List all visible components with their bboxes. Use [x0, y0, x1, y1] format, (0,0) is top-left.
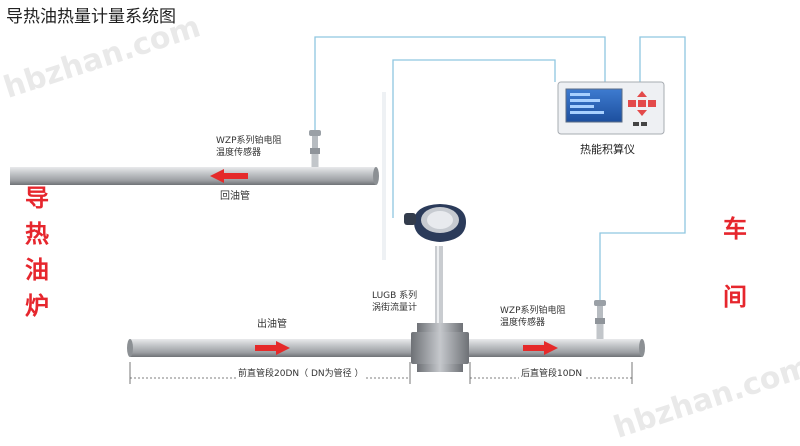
wire-top-sensor	[314, 36, 606, 140]
wire-bottom-sensor	[599, 36, 686, 302]
temperature-sensor-bottom	[594, 300, 606, 339]
heat-integrator-instrument	[557, 81, 665, 135]
diagram-title: 导热油热量计量系统图	[6, 7, 176, 27]
dimension-rear-label: 后直管段10DN	[519, 366, 585, 379]
dimension-front-label: 前直管段20DN（ DN为管径 ）	[236, 366, 366, 379]
return-pipe	[10, 167, 379, 185]
instrument-label: 热能积算仪	[580, 143, 635, 156]
sensor-bottom-label: WZP系列铂电阻 温度传感器	[500, 306, 566, 328]
outlet-pipe	[127, 339, 645, 357]
arrow-right-icon	[523, 341, 558, 355]
return-pipe-label: 回油管	[220, 191, 250, 202]
wire-flowmeter	[392, 59, 556, 218]
flowmeter-label: LUGB 系列 涡街流量计	[372, 291, 418, 313]
temperature-sensor-top	[309, 130, 321, 167]
arrow-right-icon	[255, 341, 290, 355]
boiler-label: 导热油炉	[25, 184, 49, 320]
arrow-left-icon	[210, 169, 248, 183]
vortex-flowmeter	[404, 204, 469, 372]
faint-vertical-bar	[382, 92, 386, 260]
workshop-label: 车间	[723, 215, 747, 311]
sensor-top-label: WZP系列铂电阻 温度传感器	[216, 136, 282, 158]
outlet-pipe-label: 出油管	[257, 319, 287, 330]
signal-wires	[314, 36, 686, 302]
